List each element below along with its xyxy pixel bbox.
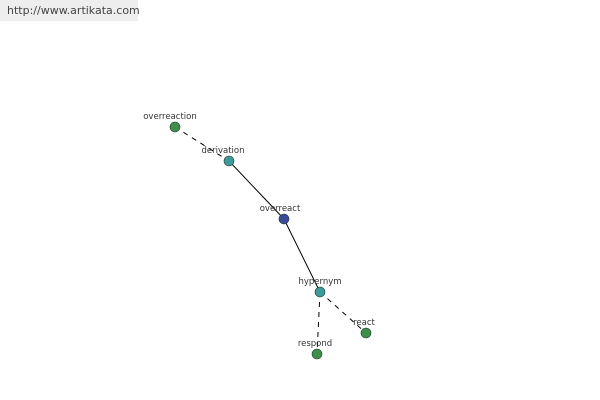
node-label-hypernym: hypernym	[298, 277, 341, 287]
node-hypernym[interactable]	[314, 286, 326, 298]
node-overreact[interactable]	[278, 213, 290, 225]
node-label-react: react	[353, 318, 375, 328]
watermark-url[interactable]: http://www.artikata.com	[0, 0, 140, 21]
node-label-derivation: derivation	[201, 146, 244, 156]
node-respond[interactable]	[311, 348, 323, 360]
node-label-overreaction: overreaction	[143, 112, 197, 122]
node-label-respond: respond	[298, 339, 332, 349]
node-derivation[interactable]	[223, 155, 235, 167]
node-group: overreaction derivation overreact hypernym r…	[143, 112, 376, 360]
node-overreaction[interactable]	[169, 121, 181, 133]
node-react[interactable]	[360, 327, 372, 339]
edge-derivation-overreact	[228, 160, 285, 220]
edge-group	[174, 126, 367, 355]
edge-overreaction-derivation	[174, 126, 230, 162]
edge-hypernym-respond	[316, 291, 321, 355]
edge-hypernym-react	[319, 291, 367, 334]
node-label-overreact: overreact	[260, 204, 301, 214]
edge-overreact-hypernym	[283, 218, 321, 293]
